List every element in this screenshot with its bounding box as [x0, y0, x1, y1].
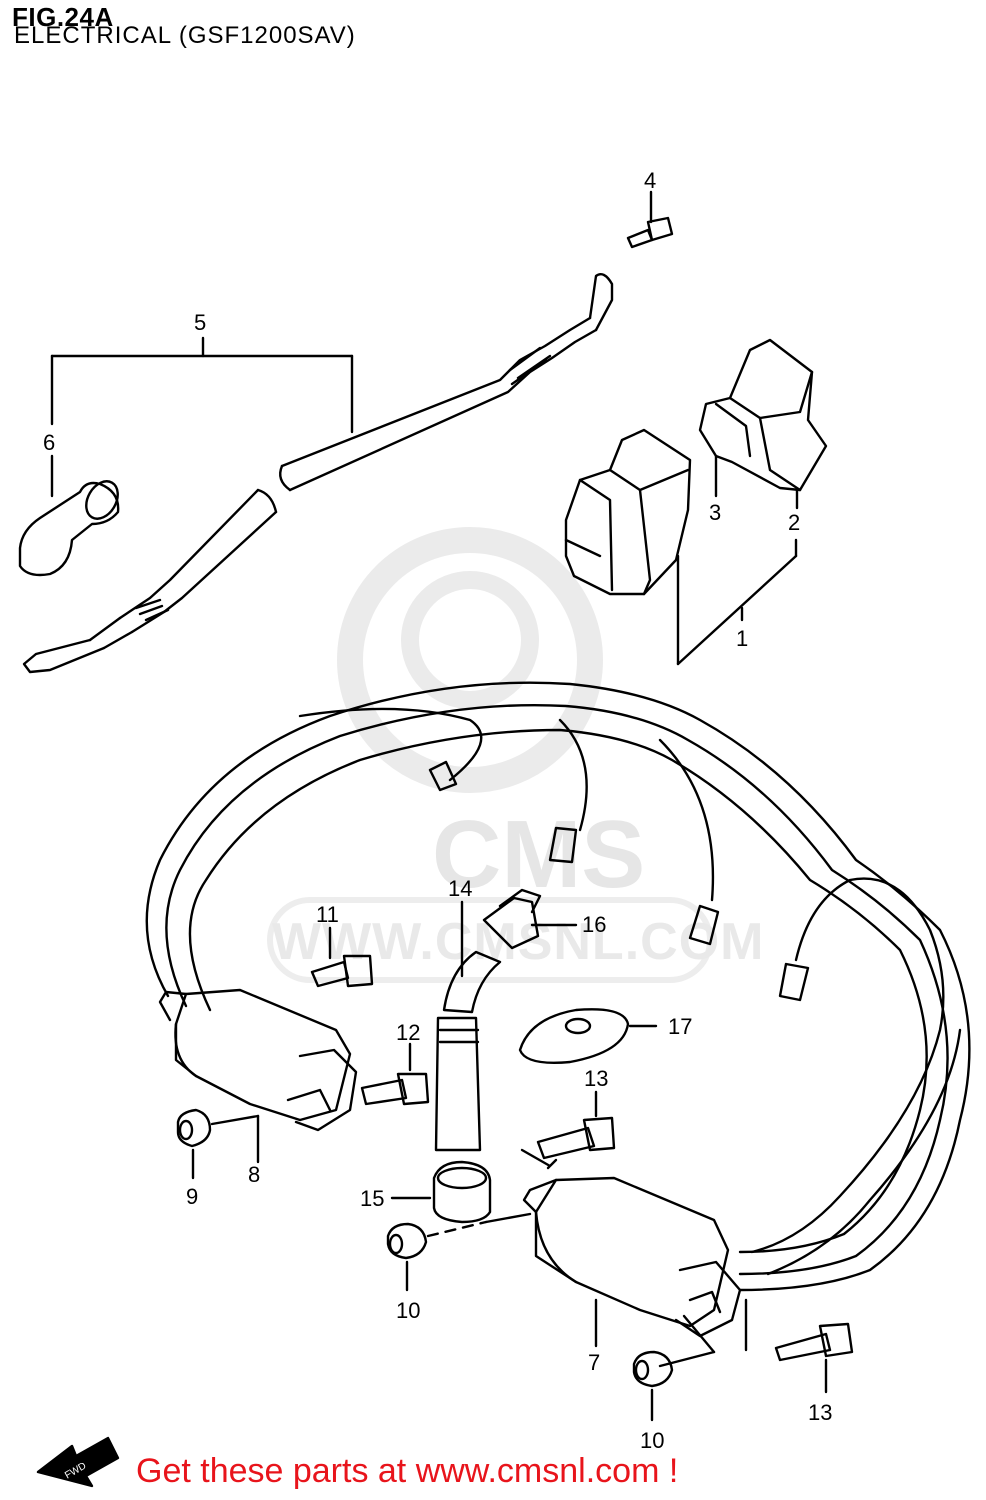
callout-6: 6 — [43, 430, 55, 455]
callout-10a: 10 — [396, 1298, 420, 1323]
callout-10b: 10 — [640, 1428, 664, 1453]
coupler-1 — [564, 428, 692, 596]
fwd-arrow-icon — [36, 1436, 120, 1488]
bolt-4 — [626, 190, 674, 249]
boot-16 — [482, 888, 578, 950]
callout-14: 14 — [448, 876, 472, 901]
plug-cap-14 — [434, 900, 502, 1152]
bracket-5 — [50, 336, 354, 498]
callout-13-upper: 13 — [584, 1066, 608, 1091]
spacer-10b — [632, 1350, 674, 1422]
coupler-2 — [698, 338, 828, 510]
grommet-15 — [390, 1160, 492, 1224]
callout-15: 15 — [360, 1186, 384, 1211]
bolt-11 — [310, 926, 374, 988]
figure-number: FIG.24A — [12, 2, 114, 32]
callout-2: 2 — [788, 510, 800, 535]
lead-wire-upper — [279, 273, 614, 492]
lead-wire-lower — [22, 488, 278, 674]
callout-1: 1 — [736, 626, 748, 651]
pad-17 — [518, 1008, 658, 1064]
figure-title: ELECTRICAL (GSF1200SAV) — [14, 22, 356, 49]
callout-5: 5 — [194, 310, 206, 335]
callout-9: 9 — [186, 1184, 198, 1209]
callout-16: 16 — [582, 912, 606, 937]
callout-17: 17 — [668, 1014, 692, 1039]
bolt-12 — [360, 1042, 430, 1106]
cap-6 — [18, 480, 120, 577]
spacer-9 — [176, 1108, 212, 1180]
ignition-coil-8 — [158, 988, 358, 1164]
callout-3: 3 — [709, 500, 721, 525]
bolt-13-upper — [520, 1090, 616, 1170]
callout-7: 7 — [588, 1350, 600, 1375]
callout-13-lower: 13 — [808, 1400, 832, 1425]
bracket-1 — [676, 538, 798, 666]
ignition-coil-7 — [484, 1176, 748, 1368]
ignition-leads — [145, 681, 971, 1292]
callout-11: 11 — [316, 902, 339, 927]
bolt-13-lower — [774, 1322, 854, 1394]
spacer-10a — [386, 1220, 488, 1292]
callout-4: 4 — [644, 168, 656, 193]
callout-8: 8 — [248, 1162, 260, 1187]
callout-12: 12 — [396, 1020, 420, 1045]
parts-link-banner[interactable]: Get these parts at www.cmsnl.com ! — [136, 1452, 679, 1490]
watermark-url: WWW.CMSNL.COM — [272, 913, 765, 971]
watermark-brand: CMS — [432, 801, 646, 908]
